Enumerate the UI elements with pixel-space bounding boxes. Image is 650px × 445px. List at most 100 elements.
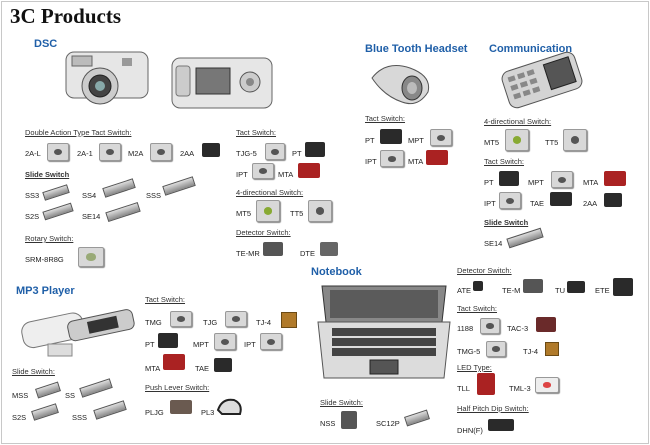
notebook-item-tmg-5: TMG-5 xyxy=(457,347,481,356)
switch-image xyxy=(563,129,587,151)
switch-image xyxy=(567,281,585,293)
switch-image xyxy=(170,311,192,327)
switch-image xyxy=(298,163,320,178)
dsc-item-tjg-5: TJG-5 xyxy=(236,149,257,158)
notebook-image xyxy=(317,285,451,379)
notebook-item-tml-3: TML-3 xyxy=(509,384,531,393)
communication-item-tae: TAE xyxy=(530,199,545,208)
communication-item-2aa: 2AA xyxy=(583,199,598,208)
dsc-item-tt5: TT5 xyxy=(290,209,304,218)
communication-four-dir-label: 4-directional Switch: xyxy=(484,117,552,126)
dsc-item-ipt: IPT xyxy=(236,170,248,179)
switch-image xyxy=(341,411,357,429)
dsc-slide-switch-label: Slide Switch xyxy=(25,170,70,179)
dsc-item-se14: SE14 xyxy=(82,212,101,221)
mp3-item-tjg: TJG xyxy=(203,318,218,327)
communication-item-mpt: MPT xyxy=(528,178,544,187)
switch-image xyxy=(426,150,448,165)
dsc-four-dir-label: 4-directional Switch: xyxy=(236,188,304,197)
notebook-item-sc12p: SC12P xyxy=(376,419,400,428)
communication-item-ipt: IPT xyxy=(484,199,496,208)
mp3-item-tae: TAE xyxy=(195,364,210,373)
communication-slide-switch-label: Slide Switch xyxy=(484,218,529,227)
dsc-item-ss3: SS3 xyxy=(25,191,40,200)
dsc-item-2aa: 2AA xyxy=(180,149,195,158)
mp3-push-lever-label: Push Lever Switch: xyxy=(145,383,210,392)
dsc-item-2a-1: 2A-1 xyxy=(77,149,93,158)
switch-image xyxy=(613,278,633,296)
switch-image xyxy=(163,354,185,370)
notebook-half-pitch-label: Half Pitch Dip Switch: xyxy=(457,404,529,413)
switch-image xyxy=(550,192,572,206)
switch-image xyxy=(480,318,500,334)
notebook-item-nss: NSS xyxy=(320,419,336,428)
switch-image xyxy=(150,143,172,161)
switch-image xyxy=(604,171,626,186)
bluetooth-item-ipt: IPT xyxy=(365,157,377,166)
switch-image xyxy=(99,143,121,161)
mp3-item-ipt: IPT xyxy=(244,340,256,349)
switch-image xyxy=(265,143,285,160)
switch-image xyxy=(536,317,556,332)
communication-item-mt5: MT5 xyxy=(484,138,499,147)
dsc-item-pt: PT xyxy=(292,149,302,158)
dsc-detector-label: Detector Switch: xyxy=(236,228,291,237)
notebook-item-tj-4: TJ-4 xyxy=(523,347,538,356)
section-notebook-title: Notebook xyxy=(311,266,362,278)
mp3-item-mpt: MPT xyxy=(193,340,209,349)
dsc-item-srm-8r8g: SRM-8R8G xyxy=(25,255,64,264)
notebook-item-tll: TLL xyxy=(457,384,470,393)
switch-image xyxy=(214,358,232,372)
switch-image xyxy=(260,333,282,350)
mp3-item-s2s: S2S xyxy=(12,413,27,422)
communication-item-mta: MTA xyxy=(583,178,599,187)
switch-image xyxy=(380,150,404,167)
switch-image xyxy=(308,200,332,222)
bluetooth-item-pt: PT xyxy=(365,136,375,145)
headset-image xyxy=(371,65,430,105)
section-communication-title: Communication xyxy=(489,43,573,55)
communication-item-pt: PT xyxy=(484,178,494,187)
switch-image xyxy=(505,129,529,151)
notebook-item-tac-3: TAC-3 xyxy=(507,324,529,333)
notebook-item-1188: 1188 xyxy=(457,324,474,333)
mp3-item-mta: MTA xyxy=(145,364,161,373)
dsc-item-m2a: M2A xyxy=(128,149,144,158)
mp3-item-tmg: TMG xyxy=(145,318,162,327)
switch-image xyxy=(214,333,236,350)
section-dsc-title: DSC xyxy=(34,38,58,50)
dsc-item-mt5: MT5 xyxy=(236,209,251,218)
camera-front-image xyxy=(65,51,149,105)
switch-image xyxy=(158,333,178,348)
switch-image xyxy=(252,163,274,179)
dsc-item-te-mr: TE-MR xyxy=(236,249,260,258)
notebook-led-label: LED Type: xyxy=(457,363,492,372)
mp3-item-mss: MSS xyxy=(12,391,29,400)
switch-image xyxy=(486,341,506,357)
switch-image xyxy=(216,398,242,415)
mobile-phone-image xyxy=(501,51,583,109)
section-bluetooth-title: Blue Tooth Headset xyxy=(365,43,468,55)
switch-image xyxy=(305,142,325,157)
dsc-item-mta: MTA xyxy=(278,170,294,179)
dsc-item-sss: SSS xyxy=(146,191,162,200)
switch-image xyxy=(320,242,338,256)
switch-image xyxy=(256,200,280,222)
mp3-item-pljg: PLJG xyxy=(145,408,164,417)
dsc-tact-label: Tact Switch: xyxy=(236,128,277,137)
mp3-slide-label: Slide Switch: xyxy=(12,367,55,376)
mp3-item-pl3: PL3 xyxy=(201,408,215,417)
bluetooth-tact-label: Tact Switch: xyxy=(365,114,406,123)
dsc-rotary-label: Rotary Switch: xyxy=(25,234,74,243)
switch-image xyxy=(170,400,192,414)
switch-image xyxy=(225,311,247,327)
switch-image xyxy=(499,192,521,209)
switch-image xyxy=(604,193,622,207)
switch-image xyxy=(263,242,283,256)
mp3-tact-label: Tact Switch: xyxy=(145,295,186,304)
rotary-switch-image xyxy=(78,247,104,267)
notebook-item-dhn-f: DHN(F) xyxy=(457,426,483,435)
switch-image xyxy=(499,171,519,186)
communication-item-tt5: TT5 xyxy=(545,138,559,147)
